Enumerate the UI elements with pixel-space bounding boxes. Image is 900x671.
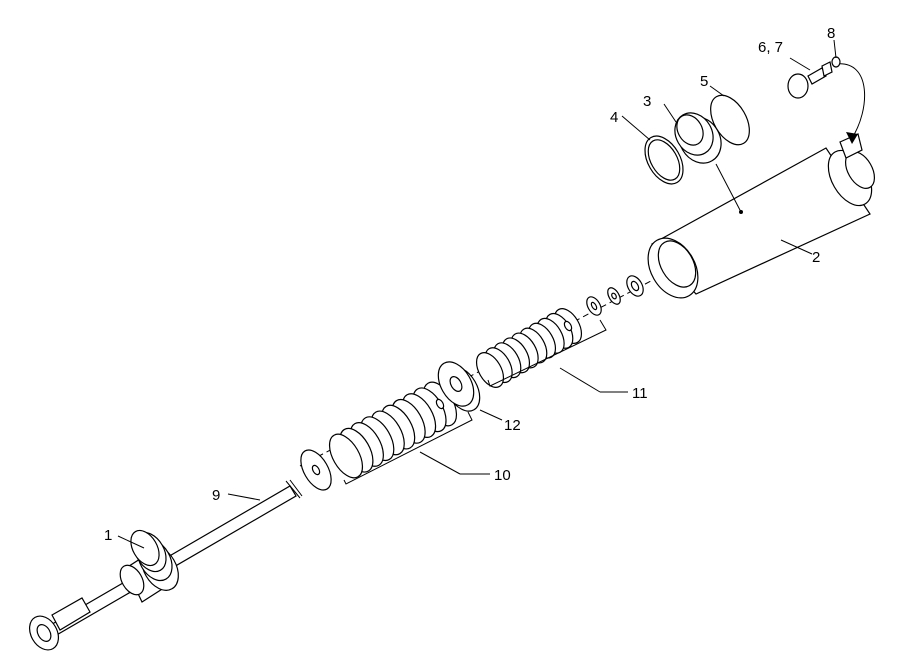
fitting-hose — [831, 56, 866, 144]
leader-lines — [117, 39, 837, 549]
spring-stack-lower — [328, 381, 458, 479]
vent-plug — [787, 61, 833, 99]
o-ring — [644, 135, 684, 185]
callout-labels: 1 2 3 4 5 6, 7 8 9 10 11 12 — [104, 25, 835, 544]
spring-disc-upper — [475, 352, 505, 388]
spring-disc-lower — [328, 433, 364, 479]
cover-disc — [710, 94, 750, 146]
spring-disc-upper-bore — [563, 320, 573, 332]
callout-4: 4 — [610, 109, 618, 126]
callout-5: 5 — [700, 73, 708, 90]
callout-12: 12 — [504, 417, 521, 434]
gland-nut — [119, 529, 179, 603]
callout-6-7: 6, 7 — [758, 39, 783, 56]
piston — [437, 361, 481, 412]
small-washers-nut — [586, 275, 644, 316]
cylinder-barrel — [647, 133, 876, 299]
callout-1: 1 — [104, 527, 112, 544]
spring-stack-upper — [475, 308, 583, 388]
callout-9: 9 — [212, 487, 220, 504]
end-washer — [300, 449, 332, 491]
callout-11: 11 — [632, 385, 648, 402]
callout-8: 8 — [827, 25, 835, 42]
spring-disc-lower-bore — [435, 398, 445, 410]
callout-2: 2 — [812, 249, 820, 266]
callout-10: 10 — [494, 467, 511, 484]
callout-3: 3 — [643, 93, 651, 110]
